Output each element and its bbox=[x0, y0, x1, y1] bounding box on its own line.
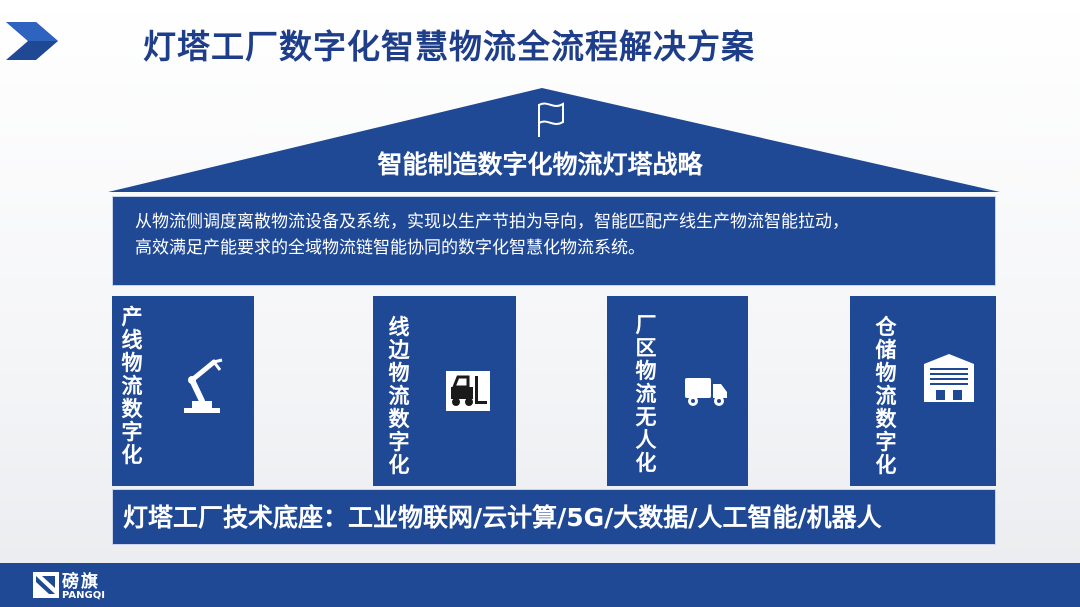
description-line-1: 从物流侧调度离散物流设备及系统，实现以生产节拍为导向，智能匹配产线生产物流智能拉… bbox=[135, 212, 849, 232]
pangqi-logo-icon bbox=[33, 572, 59, 598]
pillar-label: 厂区物流无人化 bbox=[635, 313, 657, 475]
warehouse-icon bbox=[924, 354, 974, 402]
pillar-factory-area: 厂区物流无人化 bbox=[607, 296, 748, 486]
roof-triangle bbox=[108, 88, 1000, 192]
pillar-label: 产线物流数字化 bbox=[121, 305, 143, 467]
description-line-2: 高效满足产能要求的全域物流链智能协同的数字化智慧化物流系统。 bbox=[135, 238, 645, 258]
logo-text-english: PANGQI bbox=[62, 590, 105, 601]
pillar-label: 仓储物流数字化 bbox=[875, 315, 897, 477]
pillar-warehouse: 仓储物流数字化 bbox=[850, 296, 996, 486]
strategy-description: 从物流侧调度离散物流设备及系统，实现以生产节拍为导向，智能匹配产线生产物流智能拉… bbox=[112, 196, 996, 286]
pillar-production-line: 产线物流数字化 bbox=[112, 296, 254, 486]
roof-heading: 智能制造数字化物流灯塔战略 bbox=[377, 150, 703, 179]
flag-icon bbox=[538, 102, 564, 137]
page-title: 灯塔工厂数字化智慧物流全流程解决方案 bbox=[143, 27, 755, 66]
robot-arm-icon bbox=[184, 358, 223, 413]
logo-text-chinese: 磅旗 bbox=[62, 572, 100, 592]
pillar-label: 线边物流数字化 bbox=[388, 315, 410, 477]
technology-foundation: 灯塔工厂技术底座：工业物联网/云计算/5G/大数据/人工智能/机器人 bbox=[112, 489, 996, 545]
title-arrow-icon bbox=[6, 22, 58, 60]
forklift-icon bbox=[446, 371, 490, 411]
footer-bar bbox=[0, 563, 1080, 607]
truck-icon bbox=[685, 378, 727, 406]
pillar-lineside: 线边物流数字化 bbox=[373, 296, 516, 486]
